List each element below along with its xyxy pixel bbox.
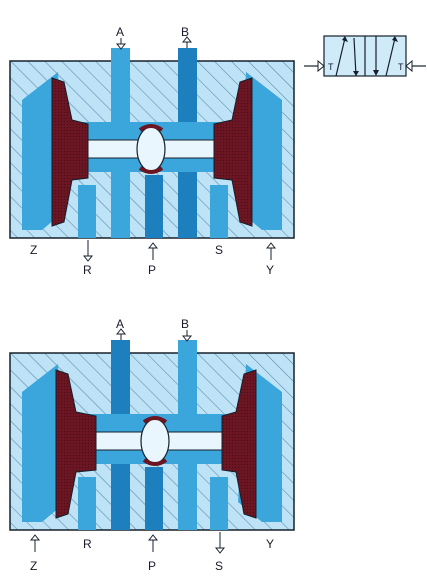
port-arrow-b xyxy=(181,335,193,342)
port-label-a: A xyxy=(116,25,124,39)
piston-right xyxy=(213,77,253,227)
spool-seal-top xyxy=(138,124,164,132)
valve-bottom xyxy=(9,340,295,531)
channel-port-r xyxy=(78,477,96,530)
symbol-flow-line xyxy=(353,37,357,77)
port-label-z: Z xyxy=(30,559,37,573)
port-label-b: B xyxy=(181,25,189,39)
port-arrow-y xyxy=(265,242,277,249)
port-arrow-p xyxy=(147,534,159,541)
port-label-b: B xyxy=(181,317,189,331)
port-label-a: A xyxy=(116,317,124,331)
port-arrow-z xyxy=(29,534,41,541)
port-labels-bottom: A B Z R P S Y xyxy=(29,317,274,573)
channel-port-p xyxy=(145,175,163,238)
symbol-pilot-arrow-left xyxy=(317,59,325,73)
symbol-label-left: T xyxy=(328,62,334,72)
piston-right xyxy=(221,369,257,519)
symbol-flow-line xyxy=(335,37,346,77)
port-label-s: S xyxy=(215,243,223,257)
spool-land xyxy=(136,126,166,172)
symbol-flow-arrowhead xyxy=(392,36,398,42)
symbol-flow-arrowhead xyxy=(353,71,359,76)
port-arrow-r xyxy=(82,255,94,262)
spool-seal-top xyxy=(142,416,168,424)
valve-top xyxy=(9,48,295,239)
port-label-y: Y xyxy=(266,537,274,551)
port-arrow-a xyxy=(115,43,127,50)
port-label-r: R xyxy=(83,537,92,551)
spool-seal-bottom xyxy=(142,458,168,466)
port-arrow-p xyxy=(147,242,159,249)
port-labels-top: A B Z R P S Y xyxy=(30,25,277,277)
port-label-z: Z xyxy=(30,243,37,257)
symbol-flow-arrowhead xyxy=(342,36,348,42)
piston-left xyxy=(51,77,89,227)
port-arrow-s xyxy=(214,547,226,554)
port-arrow-a xyxy=(115,328,127,335)
pilot-chamber-z xyxy=(22,364,66,522)
channel-port-r xyxy=(78,185,96,238)
valve-symbol: T T xyxy=(304,35,426,77)
port-arrow-b xyxy=(181,36,193,43)
port-label-p: P xyxy=(148,559,156,573)
channel-port-s xyxy=(210,477,228,530)
symbol-pilot-arrow-right xyxy=(405,59,413,73)
channel-port-p xyxy=(145,467,163,530)
port-label-s: S xyxy=(215,559,223,573)
piston-left xyxy=(55,369,97,519)
symbol-label-right: T xyxy=(398,62,404,72)
spool-seal-bottom xyxy=(138,166,164,174)
port-label-r: R xyxy=(83,263,92,277)
symbol-flow-line xyxy=(385,37,396,77)
channel-port-s xyxy=(210,185,228,238)
port-label-p: P xyxy=(148,263,156,277)
spool-land xyxy=(140,418,170,464)
symbol-flow-arrowhead xyxy=(373,70,379,76)
port-label-y: Y xyxy=(266,263,274,277)
